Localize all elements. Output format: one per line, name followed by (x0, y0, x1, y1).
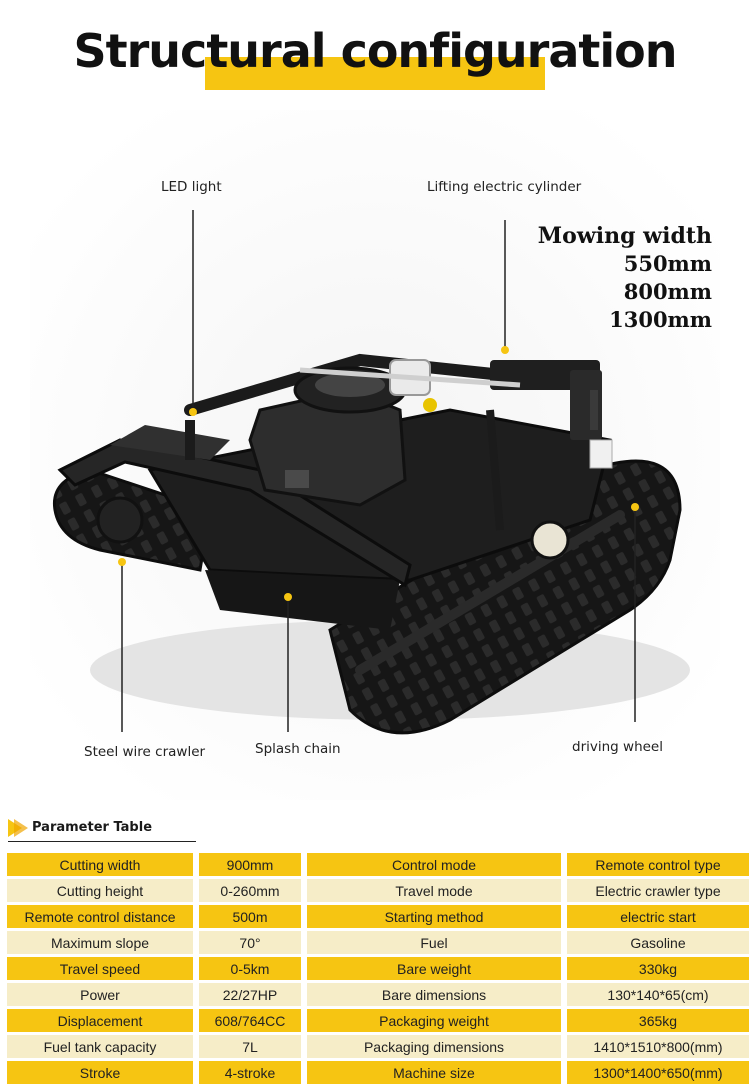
param-value: 500m (199, 905, 301, 928)
param-value: electric start (567, 905, 749, 928)
mowing-width-value: 550mm (623, 251, 712, 276)
table-row: Cutting height 0-260mm Travel mode Elect… (7, 879, 749, 902)
dot-splash-chain (284, 593, 292, 601)
callout-driving-wheel: driving wheel (572, 739, 663, 755)
param-value: Gasoline (567, 931, 749, 954)
callout-led-light: LED light (161, 179, 222, 195)
param-value: 365kg (567, 1009, 749, 1032)
title-block: Structural configuration (0, 14, 750, 94)
mowing-width-block: Mowing width 550mm 800mm 1300mm (538, 222, 712, 334)
table-row: Power 22/27HP Bare dimensions 130*140*65… (7, 983, 749, 1006)
param-value: 130*140*65(cm) (567, 983, 749, 1006)
param-value: 7L (199, 1035, 301, 1058)
param-name: Cutting width (7, 853, 193, 876)
param-value: 900mm (199, 853, 301, 876)
param-name: Fuel tank capacity (7, 1035, 193, 1058)
param-name: Travel mode (307, 879, 561, 902)
callout-splash-chain: Splash chain (255, 741, 341, 757)
param-name: Cutting height (7, 879, 193, 902)
callout-steel-wire-crawler: Steel wire crawler (84, 744, 206, 760)
param-name: Bare dimensions (307, 983, 561, 1006)
param-name: Packaging weight (307, 1009, 561, 1032)
mowing-width-heading: Mowing width (537, 223, 712, 249)
param-value: 1410*1510*800(mm) (567, 1035, 749, 1058)
param-name: Packaging dimensions (307, 1035, 561, 1058)
param-value: 0-260mm (199, 879, 301, 902)
table-row: Maximum slope 70° Fuel Gasoline (7, 931, 749, 954)
parameter-table-header: Parameter Table (8, 815, 198, 843)
param-name: Power (7, 983, 193, 1006)
dot-cylinder (501, 346, 509, 354)
title-highlight-bar (205, 57, 545, 90)
param-name: Travel speed (7, 957, 193, 980)
mowing-width-value: 800mm (623, 279, 712, 304)
param-value: Remote control type (567, 853, 749, 876)
param-name: Stroke (7, 1061, 193, 1084)
table-row: Fuel tank capacity 7L Packaging dimensio… (7, 1035, 749, 1058)
parameter-table: Cutting width 900mm Control mode Remote … (7, 850, 749, 1087)
param-name: Control mode (307, 853, 561, 876)
arrow-icon (14, 819, 28, 837)
table-row: Displacement 608/764CC Packaging weight … (7, 1009, 749, 1032)
dot-driving-wheel (631, 503, 639, 511)
dot-led-light (189, 408, 197, 416)
table-row: Stroke 4-stroke Machine size 1300*1400*6… (7, 1061, 749, 1084)
param-name: Displacement (7, 1009, 193, 1032)
callout-lifting-cylinder: Lifting electric cylinder (427, 179, 582, 195)
param-value: Electric crawler type (567, 879, 749, 902)
param-value: 70° (199, 931, 301, 954)
param-value: 330kg (567, 957, 749, 980)
param-name: Machine size (307, 1061, 561, 1084)
param-value: 1300*1400*650(mm) (567, 1061, 749, 1084)
mower-photo (30, 110, 720, 800)
param-name: Bare weight (307, 957, 561, 980)
table-row: Remote control distance 500m Starting me… (7, 905, 749, 928)
param-name: Remote control distance (7, 905, 193, 928)
param-name: Starting method (307, 905, 561, 928)
param-value: 608/764CC (199, 1009, 301, 1032)
dot-crawler (118, 558, 126, 566)
parameter-table-title: Parameter Table (32, 820, 153, 835)
param-value: 0-5km (199, 957, 301, 980)
param-name: Fuel (307, 931, 561, 954)
param-name: Maximum slope (7, 931, 193, 954)
table-row: Cutting width 900mm Control mode Remote … (7, 853, 749, 876)
page-title: Structural configuration (73, 24, 678, 78)
param-value: 4-stroke (199, 1061, 301, 1084)
param-value: 22/27HP (199, 983, 301, 1006)
mowing-width-value: 1300mm (609, 307, 712, 332)
divider (8, 841, 196, 842)
table-row: Travel speed 0-5km Bare weight 330kg (7, 957, 749, 980)
